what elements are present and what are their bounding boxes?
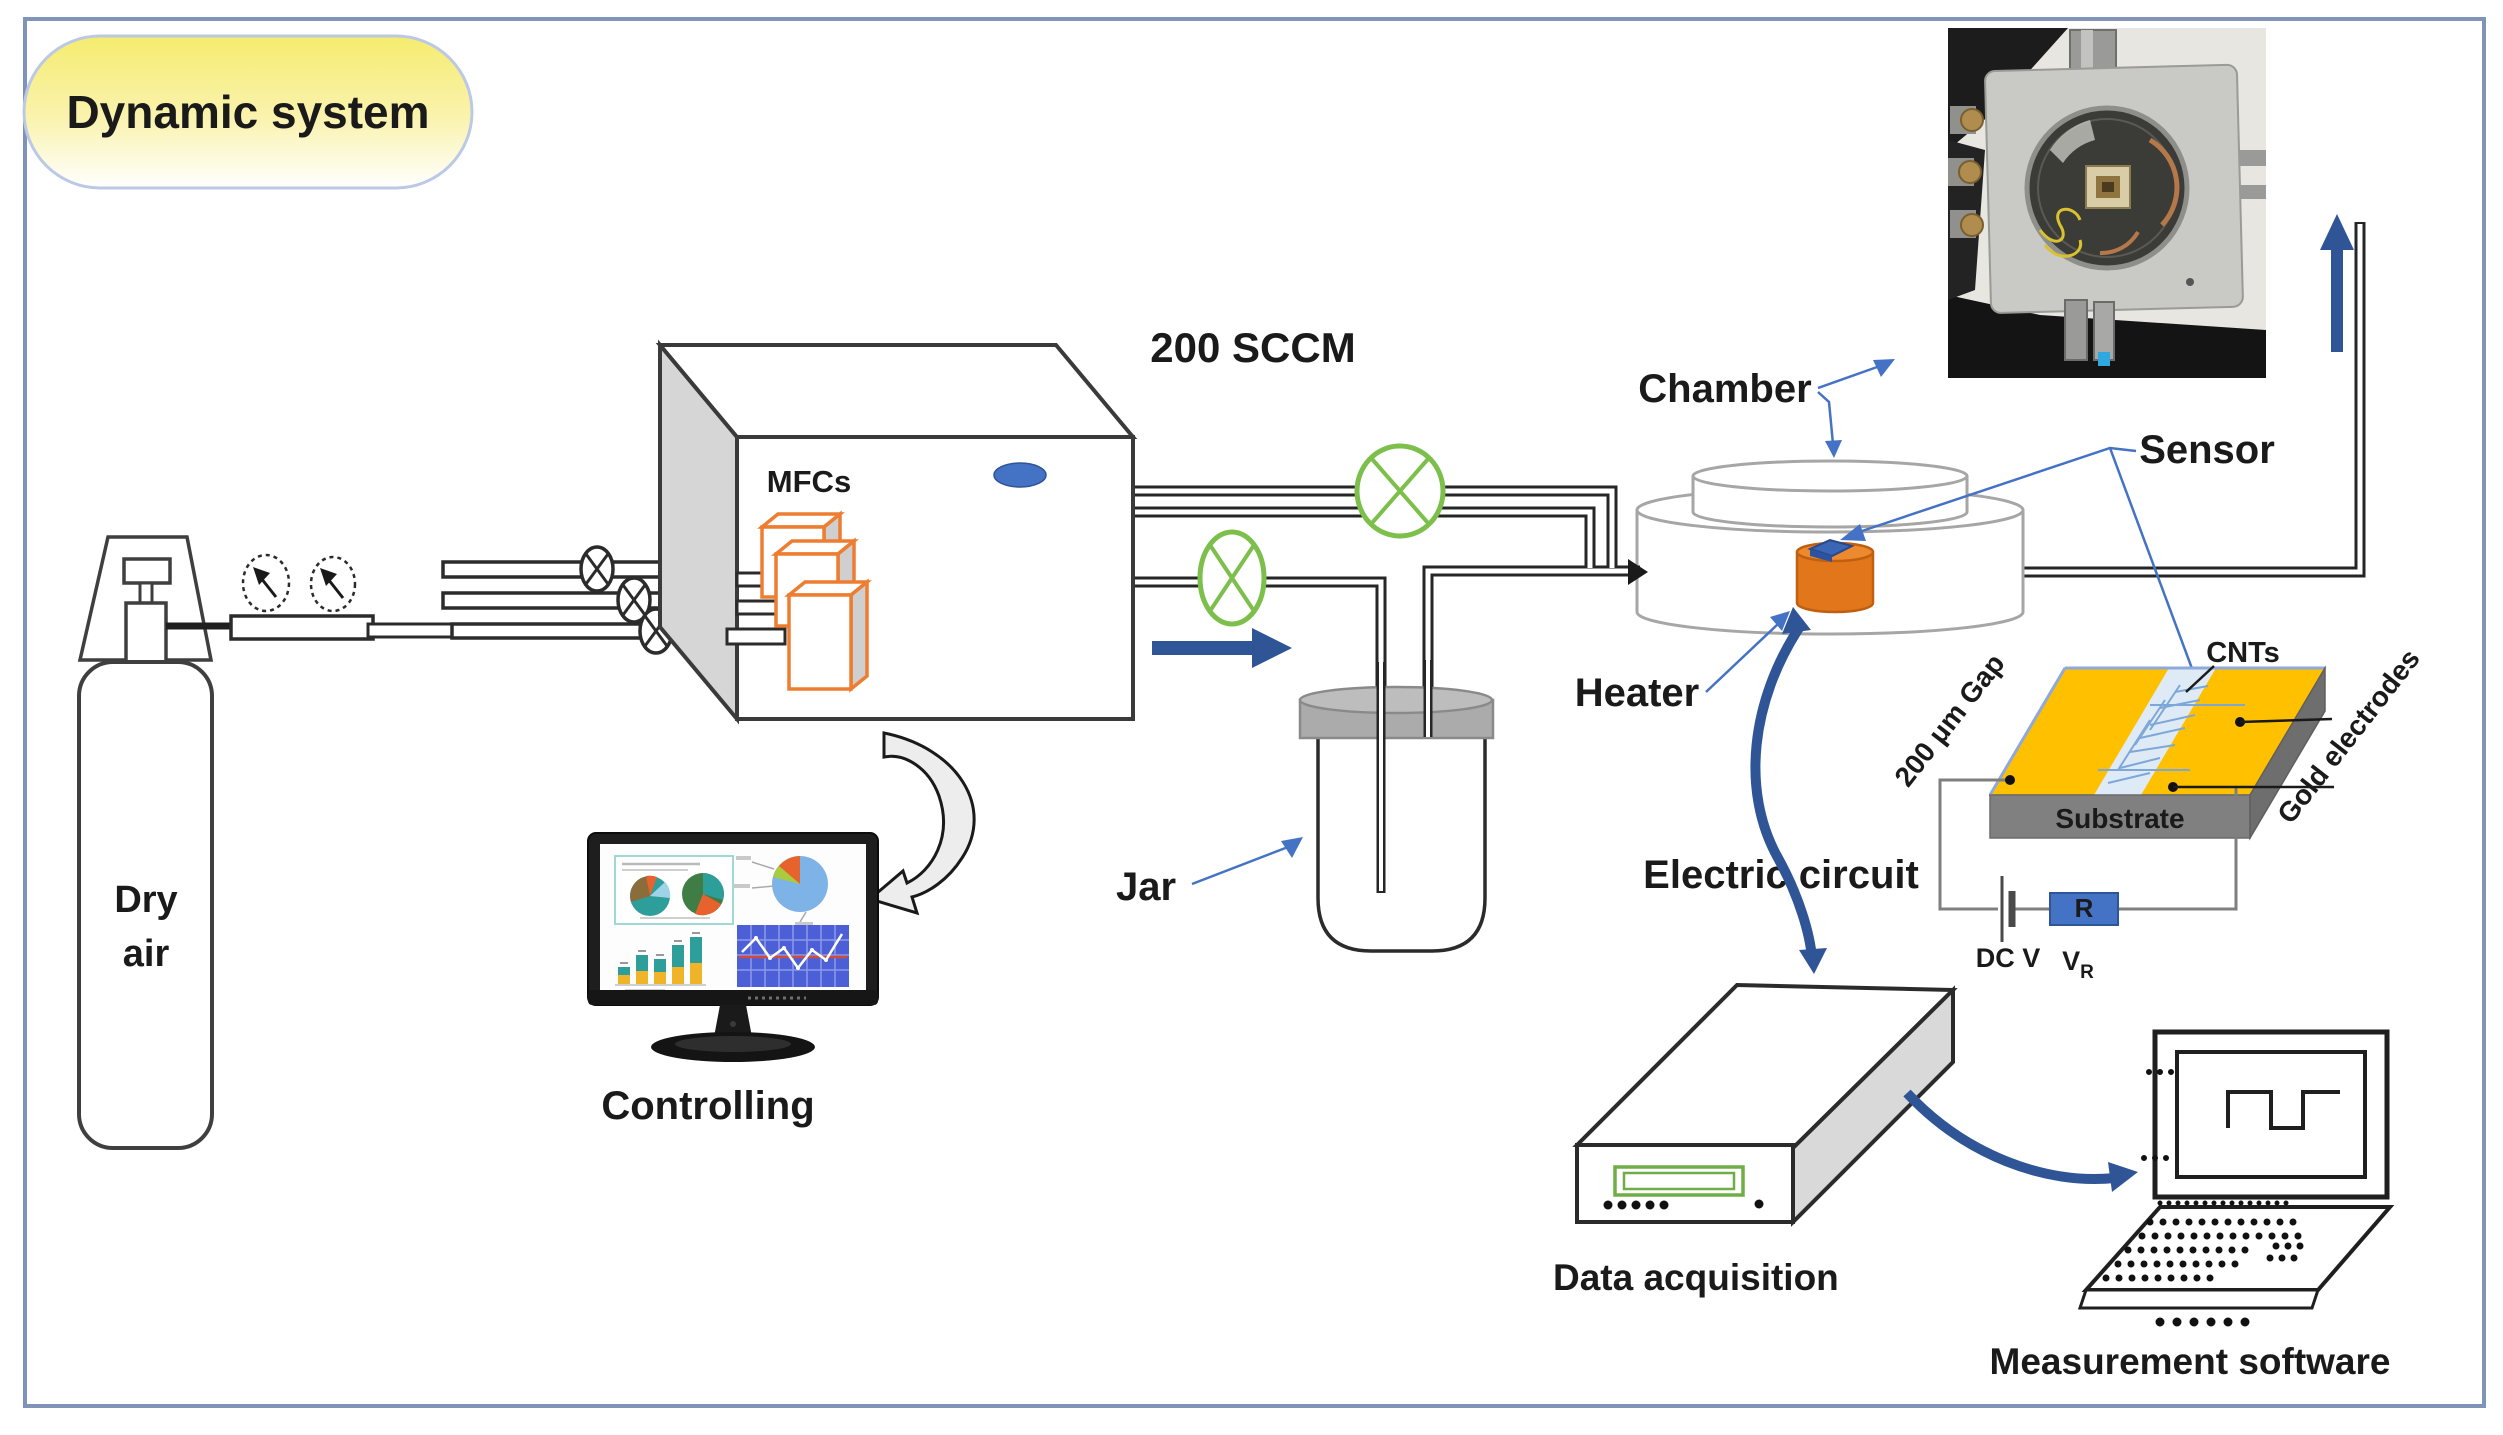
inlet-valve-icon bbox=[616, 576, 652, 624]
substrate-label: Substrate bbox=[2055, 803, 2184, 834]
vr-label: VR bbox=[2062, 946, 2094, 983]
chamber-pointer-arrow-icon bbox=[1817, 359, 1895, 458]
diagram-border bbox=[23, 17, 2486, 1408]
chamber-inlet-nub bbox=[1628, 559, 1648, 585]
controlling-monitor bbox=[587, 832, 879, 1062]
flow-valve-icon bbox=[1354, 443, 1446, 539]
chamber-label: Chamber bbox=[1638, 367, 1811, 411]
chamber-to-daq-arrow-icon bbox=[1750, 607, 1827, 974]
flow-valve-icon bbox=[1197, 529, 1267, 627]
exhaust-pipe bbox=[2023, 222, 2366, 578]
heater-pointer-arrow-icon bbox=[1705, 611, 1790, 693]
page-title: Dynamic system bbox=[66, 86, 429, 138]
indicator-light-icon bbox=[993, 462, 1047, 488]
battery-icon bbox=[2000, 876, 2016, 942]
chamber-photo bbox=[1948, 28, 2266, 378]
dry-air-label: Dry bbox=[114, 879, 177, 921]
square-wave-plot bbox=[2226, 1090, 2340, 1130]
data-acquisition-box bbox=[1572, 982, 1958, 1227]
dry-air-label2: air bbox=[123, 933, 170, 975]
dashboard-pie-card bbox=[614, 855, 734, 925]
cnt-strands bbox=[2098, 684, 2245, 784]
cnts-label: CNTs bbox=[2206, 637, 2280, 669]
mfc-unit bbox=[784, 578, 872, 693]
daq-buttons bbox=[1603, 1199, 1764, 1210]
keyboard-dots bbox=[2102, 1069, 2312, 1327]
exhaust-up-arrow-icon bbox=[2320, 214, 2354, 352]
inlet-valve-icon bbox=[579, 545, 615, 593]
mfcs-label: MFCs bbox=[767, 464, 851, 499]
mfc-to-monitor-arrow-icon bbox=[866, 731, 976, 916]
mfc-box: MFCs bbox=[655, 339, 1138, 725]
resistor: R bbox=[2049, 892, 2119, 926]
sensor-schematic: Substrate R DC V VR CNTs 200 μm Gap Gold… bbox=[1888, 637, 2425, 983]
cylinder-valve-handle bbox=[122, 557, 172, 585]
sensor-chip bbox=[1807, 538, 1855, 562]
heater-label: Heater bbox=[1575, 671, 1700, 715]
flow-rate-label: 200 SCCM bbox=[1150, 324, 1355, 371]
measurement-software-label: Measurement software bbox=[1990, 1341, 2391, 1382]
title-badge: Dynamic system bbox=[22, 34, 474, 190]
substrate-side bbox=[2249, 665, 2326, 841]
supply-pipes bbox=[166, 560, 754, 641]
dc-source-label: DC V bbox=[1976, 943, 2041, 973]
jar-label: Jar bbox=[1116, 865, 1176, 909]
jar-pointer-arrow-icon bbox=[1191, 837, 1303, 886]
dashboard-line-chart bbox=[737, 925, 849, 987]
resistor-label: R bbox=[2075, 893, 2094, 923]
laptop bbox=[2077, 1029, 2395, 1327]
gap-label: 200 μm Gap bbox=[1888, 648, 2010, 792]
electric-circuit-wiring bbox=[1938, 778, 2238, 911]
chamber-lid bbox=[1691, 459, 1969, 529]
pressure-gauge-icon bbox=[309, 555, 357, 613]
controlling-label: Controlling bbox=[601, 1084, 814, 1128]
sensor-label: Sensor bbox=[2139, 428, 2275, 472]
flow-direction-arrow-icon bbox=[1152, 628, 1292, 668]
jar bbox=[1298, 660, 1495, 953]
pressure-gauge-icon bbox=[241, 553, 291, 613]
dashboard-big-pie bbox=[734, 856, 828, 926]
dashboard-bar-chart bbox=[615, 932, 706, 991]
cnt-gap bbox=[2094, 668, 2216, 795]
data-acquisition-label: Data acquisition bbox=[1553, 1257, 1839, 1298]
daq-to-laptop-arrow-icon bbox=[1903, 1089, 2138, 1192]
